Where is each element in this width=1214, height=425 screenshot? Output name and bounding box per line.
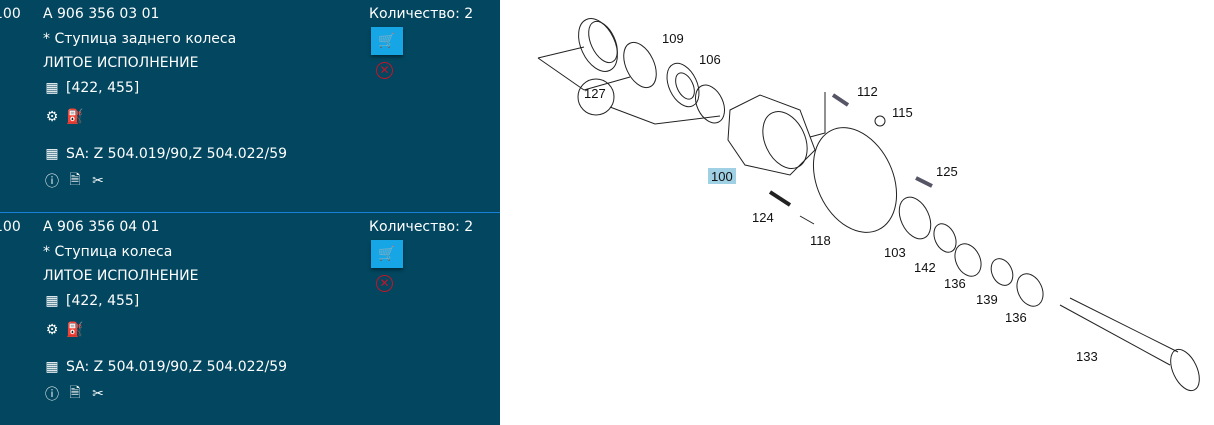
remove-icon[interactable]: ✕ (376, 275, 393, 292)
callout-115[interactable]: 115 (892, 105, 913, 120)
wis-document-icon[interactable]: 🗎 (69, 172, 81, 188)
quantity: Количество: 2 (369, 219, 474, 235)
callout-127[interactable]: 127 (584, 86, 606, 101)
part-row[interactable]: 100 A 906 356 04 01 * Ступица колеса ЛИТ… (0, 212, 500, 424)
date-range: [422, 455] (66, 80, 140, 96)
callout-125[interactable]: 125 (936, 164, 958, 179)
callout-139[interactable]: 139 (976, 292, 998, 307)
part-number[interactable]: A 906 356 03 01 (43, 6, 160, 22)
add-to-cart-button[interactable]: 🛒 (371, 240, 403, 268)
sa-codes: SA: Z 504.019/90,Z 504.022/59 (66, 359, 288, 375)
exploded-parts-diagram: 109 106 127 112 115 100 125 124 118 103 … (537, 18, 1200, 392)
callout-124[interactable]: 124 (752, 210, 774, 225)
part-number[interactable]: A 906 356 04 01 (43, 219, 160, 235)
callout-106[interactable]: 106 (699, 52, 721, 67)
date-range: [422, 455] (66, 293, 140, 309)
engine-info-icon[interactable]: ⛽ (66, 109, 84, 125)
callout-142[interactable]: 142 (914, 260, 936, 275)
cart-icon: 🛒 (378, 246, 396, 262)
callout-112[interactable]: 112 (857, 84, 878, 99)
part-row[interactable]: 100 A 906 356 03 01 * Ступица заднего ко… (0, 0, 500, 212)
engine-info-icon[interactable]: ⛽ (66, 322, 84, 338)
tools-icon[interactable]: ✂ (92, 386, 104, 402)
callout-109[interactable]: 109 (662, 31, 684, 46)
tools-icon[interactable]: ✂ (92, 173, 104, 189)
part-name: * Ступица заднего колеса (43, 31, 237, 47)
cart-icon: 🛒 (378, 33, 396, 49)
parts-list-panel: 100 A 906 356 03 01 * Ступица заднего ко… (0, 0, 500, 425)
position-number: 100 (0, 6, 21, 22)
callout-136[interactable]: 136 (944, 276, 966, 291)
quantity: Количество: 2 (369, 6, 474, 22)
add-to-cart-button[interactable]: 🛒 (371, 27, 403, 55)
sa-table-icon: ▦ (45, 359, 59, 375)
info-icon[interactable]: ⓘ (45, 174, 59, 190)
part-shapes (537, 18, 1200, 392)
position-number: 100 (0, 219, 21, 235)
callout-136[interactable]: 136 (1005, 310, 1027, 325)
part-note: ЛИТОЕ ИСПОЛНЕНИЕ (43, 268, 199, 284)
callout-133[interactable]: 133 (1076, 349, 1098, 364)
wis-document-icon[interactable]: 🗎 (69, 385, 81, 401)
callout-118[interactable]: 118 (810, 233, 831, 248)
highlighted-callout (708, 168, 736, 184)
callout-103[interactable]: 103 (884, 245, 906, 260)
house-gear-icon[interactable]: ⚙ (45, 322, 59, 338)
calendar-icon: ▦ (45, 293, 59, 309)
callout-100[interactable]: 100 (711, 169, 733, 184)
info-icon[interactable]: ⓘ (45, 387, 59, 403)
part-note: ЛИТОЕ ИСПОЛНЕНИЕ (43, 55, 199, 71)
house-gear-icon[interactable]: ⚙ (45, 109, 59, 125)
sa-codes: SA: Z 504.019/90,Z 504.022/59 (66, 146, 288, 162)
part-name: * Ступица колеса (43, 244, 173, 260)
calendar-icon: ▦ (45, 80, 59, 96)
remove-icon[interactable]: ✕ (376, 62, 393, 79)
sa-table-icon: ▦ (45, 146, 59, 162)
